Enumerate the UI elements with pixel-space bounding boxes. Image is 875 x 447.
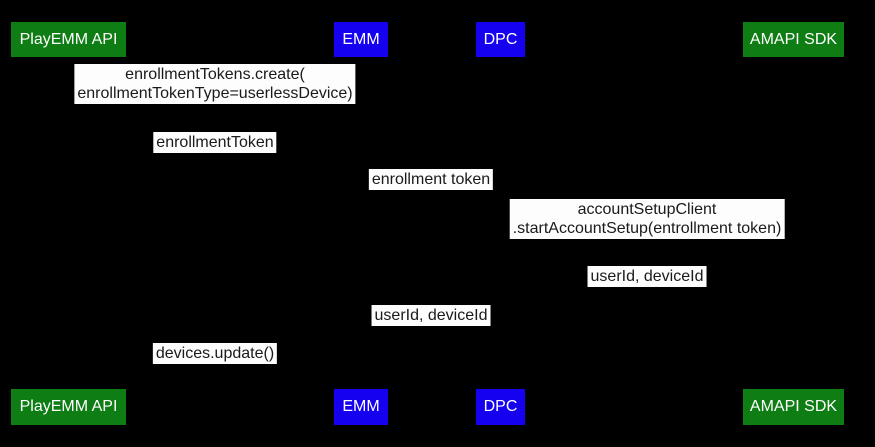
actor-amapi-sdk-bottom: AMAPI SDK [743,389,844,425]
message-start-account-setup: accountSetupClient .startAccountSetup(en… [509,199,785,239]
message-line: .startAccountSetup(entrollment token) [512,220,782,237]
message-devices-update: devices.update() [152,343,278,364]
lifeline-playemm-api [68,57,69,389]
message-enrollment-token-response: enrollmentToken [153,132,277,153]
message-line: userId, deviceId [590,268,704,285]
message-line: enrollmentTokens.create( [125,66,305,83]
message-line: enrollment token [371,171,491,188]
actor-emm-bottom: EMM [334,389,388,425]
actor-playemm-api-bottom: PlayEMM API [11,389,126,425]
actor-playemm-api-top: PlayEMM API [11,22,126,57]
actor-dpc-top: DPC [476,22,525,57]
message-line: enrollmentTokenType=userlessDevice) [77,85,353,102]
message-userid-deviceid-to-dpc: userId, deviceId [587,266,707,287]
lifeline-dpc [500,57,501,389]
message-enrollment-token-to-dpc: enrollment token [368,169,494,190]
lifeline-amapi-sdk [793,57,794,389]
actor-dpc-bottom: DPC [476,389,525,425]
message-line: enrollmentToken [156,134,274,151]
message-userid-deviceid-to-emm: userId, deviceId [371,305,491,326]
message-enrollment-tokens-create: enrollmentTokens.create( enrollmentToken… [74,64,356,104]
message-line: userId, deviceId [374,307,488,324]
lifeline-emm [361,57,362,389]
actor-amapi-sdk-top: AMAPI SDK [743,22,844,57]
message-line: devices.update() [155,345,275,362]
actor-emm-top: EMM [334,22,388,57]
message-line: accountSetupClient [577,201,717,218]
